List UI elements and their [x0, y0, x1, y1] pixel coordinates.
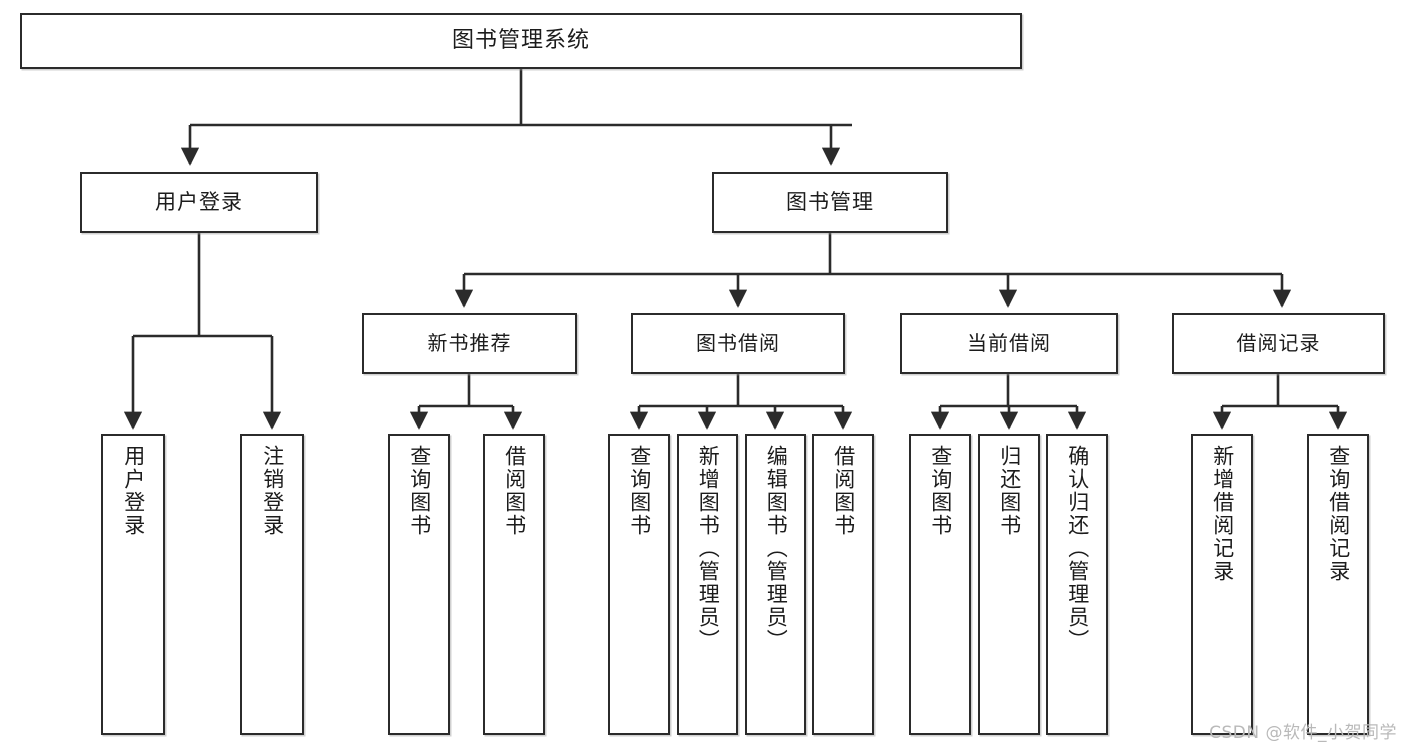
leaf-new-book-borrow[interactable]: 借阅图书	[483, 434, 545, 735]
leaf-record-add-label: 新增借阅记录	[1210, 445, 1235, 583]
leaf-new-book-query[interactable]: 查询图书	[388, 434, 450, 735]
leaf-new-book-query-label: 查询图书	[407, 445, 432, 537]
leaf-user-login-signin[interactable]: 用户登录	[101, 434, 165, 735]
csdn-watermark: CSDN @软件_小贺同学	[1209, 723, 1397, 743]
leaf-borrow-add-book[interactable]: 新增图书（管理员）	[677, 434, 738, 735]
node-new-book-recommend[interactable]: 新书推荐	[362, 313, 577, 374]
leaf-current-query-book[interactable]: 查询图书	[909, 434, 971, 735]
node-book-management[interactable]: 图书管理	[712, 172, 948, 233]
leaf-user-login-signout[interactable]: 注销登录	[240, 434, 304, 735]
node-current-borrow[interactable]: 当前借阅	[900, 313, 1118, 374]
node-borrow-record-label: 借阅记录	[1236, 331, 1321, 355]
leaf-current-confirm-return[interactable]: 确认归还（管理员）	[1046, 434, 1108, 735]
node-root-system-label: 图书管理系统	[451, 28, 590, 54]
leaf-current-query-book-label: 查询图书	[928, 445, 953, 537]
node-book-management-label: 图书管理	[786, 190, 874, 215]
leaf-borrow-add-book-label: 新增图书（管理员）	[696, 445, 721, 652]
leaf-borrow-borrow-book[interactable]: 借阅图书	[812, 434, 874, 735]
leaf-user-login-signin-label: 用户登录	[121, 445, 146, 537]
leaf-new-book-borrow-label: 借阅图书	[502, 445, 527, 537]
leaf-borrow-query-book[interactable]: 查询图书	[608, 434, 670, 735]
leaf-user-login-signout-label: 注销登录	[260, 445, 285, 537]
leaf-record-query-label: 查询借阅记录	[1326, 445, 1351, 583]
node-book-borrow[interactable]: 图书借阅	[631, 313, 845, 374]
leaf-record-add[interactable]: 新增借阅记录	[1191, 434, 1253, 735]
leaf-borrow-query-book-label: 查询图书	[627, 445, 652, 537]
node-user-login-label: 用户登录	[155, 190, 243, 215]
node-user-login[interactable]: 用户登录	[80, 172, 318, 233]
leaf-borrow-edit-book[interactable]: 编辑图书（管理员）	[745, 434, 806, 735]
node-borrow-record[interactable]: 借阅记录	[1172, 313, 1385, 374]
node-current-borrow-label: 当前借阅	[967, 331, 1051, 355]
leaf-current-confirm-return-label: 确认归还（管理员）	[1065, 445, 1090, 652]
leaf-borrow-edit-book-label: 编辑图书（管理员）	[764, 445, 789, 652]
node-book-borrow-label: 图书借阅	[696, 331, 780, 355]
leaf-current-return-book-label: 归还图书	[997, 445, 1022, 537]
leaf-borrow-borrow-book-label: 借阅图书	[831, 445, 856, 537]
leaf-current-return-book[interactable]: 归还图书	[978, 434, 1040, 735]
node-new-book-recommend-label: 新书推荐	[427, 331, 512, 355]
node-root-system[interactable]: 图书管理系统	[20, 13, 1022, 69]
leaf-record-query[interactable]: 查询借阅记录	[1307, 434, 1369, 735]
